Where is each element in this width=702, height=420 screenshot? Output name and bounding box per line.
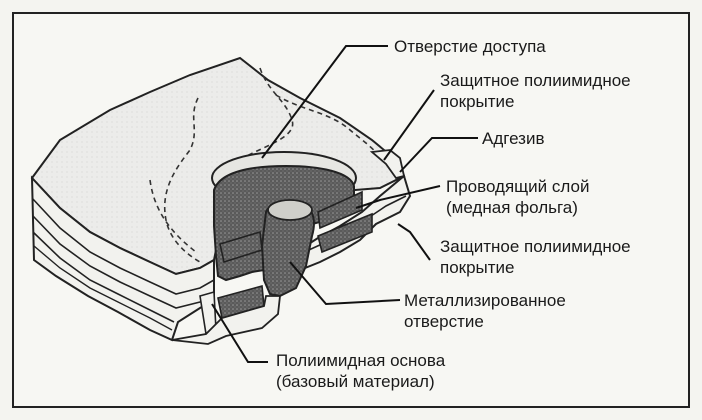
label-access-hole: Отверстие доступа: [394, 36, 546, 57]
label-cover-top-line1: Защитное полиимидное: [440, 71, 631, 90]
label-access-hole-text: Отверстие доступа: [394, 37, 546, 56]
label-base-line1: Полиимидная основа: [276, 351, 446, 370]
leader-adhesive: [399, 137, 478, 173]
label-cover-bottom-line1: Защитное полиимидное: [440, 237, 631, 256]
leader-access-hole: [261, 45, 388, 159]
copper-layer-right-bottom: [317, 212, 373, 254]
leader-base: [211, 303, 268, 363]
hole-opening: [267, 199, 313, 221]
label-conductor-line1: Проводящий слой: [446, 177, 590, 196]
buried-trace-dashed-1: [163, 97, 201, 263]
copper-layer-left-top: [219, 230, 263, 264]
label-cover-bottom-line2: покрытие: [440, 258, 515, 277]
label-cover-top: Защитное полиимидное покрытие: [440, 70, 631, 112]
label-cover-top-line2: покрытие: [440, 92, 515, 111]
label-plated-hole-line1: Металлизированное: [404, 291, 566, 310]
leader-plated-hole: [289, 261, 401, 306]
leader-cover-bottom: [397, 223, 431, 261]
copper-layer-right-top: [317, 190, 363, 230]
label-conductor-line2: (медная фольга): [446, 198, 578, 217]
label-base: Полиимидная основа (базовый материал): [276, 350, 445, 392]
label-cover-bottom: Защитное полиимидное покрытие: [440, 236, 631, 278]
buried-trace-dashed-3: [275, 94, 383, 161]
leader-conductor: [355, 185, 441, 209]
leader-cover-top: [383, 89, 435, 161]
label-plated-hole: Металлизированное отверстие: [404, 290, 566, 332]
label-adhesive: Адгезив: [482, 128, 545, 149]
label-conductor: Проводящий слой (медная фольга): [446, 176, 589, 218]
label-base-line2: (базовый материал): [276, 372, 435, 391]
buried-trace-dashed-2: [235, 67, 294, 163]
label-plated-hole-line2: отверстие: [404, 312, 484, 331]
label-adhesive-text: Адгезив: [482, 129, 545, 148]
